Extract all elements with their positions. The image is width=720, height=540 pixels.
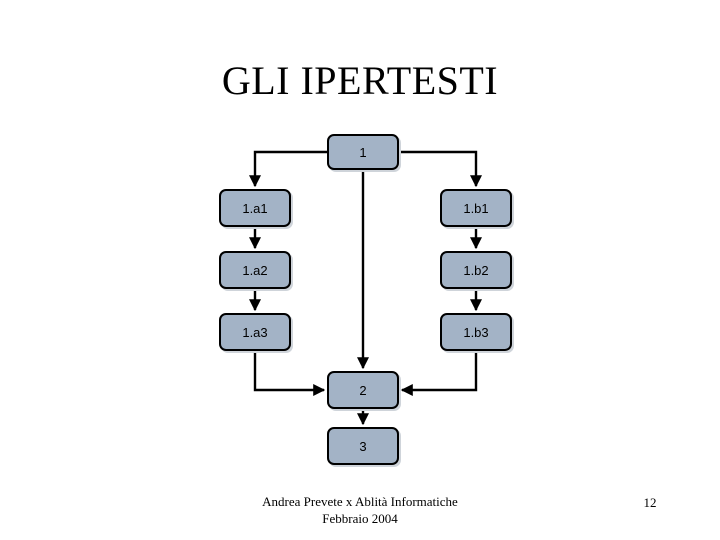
flow-node-1[interactable]: 1 (327, 134, 399, 170)
flow-node-3[interactable]: 3 (327, 427, 399, 465)
flow-node-1b1[interactable]: 1.b1 (440, 189, 512, 227)
flow-node-1a2[interactable]: 1.a2 (219, 251, 291, 289)
flow-node-2[interactable]: 2 (327, 371, 399, 409)
edge-1a3-to-2 (253, 351, 326, 396)
footer-author-line: Andrea Prevete x Ablità Informatiche (262, 494, 458, 509)
edge-1b3-to-2 (400, 351, 478, 396)
flow-node-1b3[interactable]: 1.b3 (440, 313, 512, 351)
page-number: 12 (643, 495, 657, 510)
flow-node-1a1[interactable]: 1.a1 (219, 189, 291, 227)
footer-date-line: Febbraio 2004 (322, 511, 398, 526)
page-title: GLI IPERTESTI (221, 58, 499, 103)
edge-1-to-1b1 (399, 150, 482, 188)
edge-1-to-1a1 (249, 150, 327, 188)
flow-node-1a3[interactable]: 1.a3 (219, 313, 291, 351)
flow-node-1b2[interactable]: 1.b2 (440, 251, 512, 289)
slide-footer: Andrea Prevete x Ablità Informatiche Feb… (0, 493, 720, 527)
